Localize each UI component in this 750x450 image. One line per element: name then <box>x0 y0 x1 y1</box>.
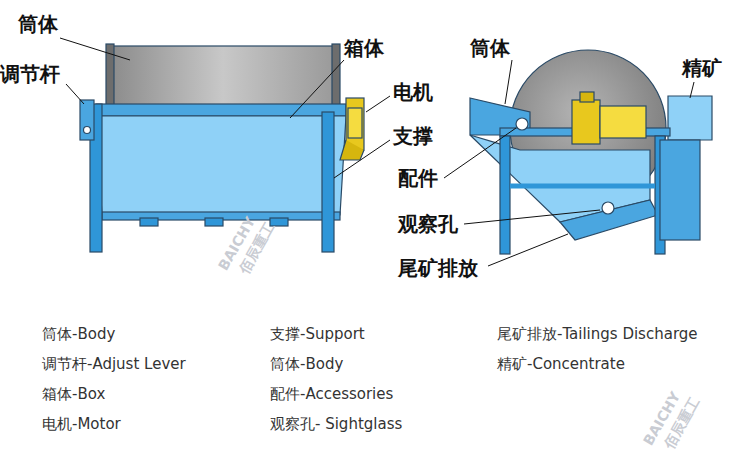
leader-line <box>334 140 390 178</box>
callout-label: 电机 <box>393 80 433 104</box>
leader-line <box>66 84 84 104</box>
table-entry: 精矿-Concentrate <box>497 354 625 374</box>
tailings-outlet <box>560 200 658 240</box>
support-leg <box>322 112 334 252</box>
drum-end <box>332 44 340 110</box>
leader-lines <box>60 38 694 266</box>
leader-line <box>366 96 390 112</box>
callout-label: 尾矿排放 <box>398 256 478 280</box>
callout-label: 箱体 <box>344 36 384 60</box>
table-entry: 观察孔- Sightglass <box>270 414 402 434</box>
motor <box>600 106 646 138</box>
box-rim <box>96 104 346 116</box>
callout-label: 筒体 <box>470 36 510 60</box>
leader-line <box>444 128 516 178</box>
table-entry: 电机-Motor <box>42 414 121 434</box>
box <box>96 116 346 215</box>
leader-line <box>488 234 568 266</box>
concentrate-box <box>668 96 712 140</box>
table-entry: 调节杆-Adjust Lever <box>42 354 186 374</box>
motor-mount <box>340 140 364 160</box>
sightglass <box>602 202 614 214</box>
foot <box>205 218 223 226</box>
bearing <box>516 118 528 130</box>
side-view <box>470 50 712 254</box>
lever-pivot <box>84 127 91 134</box>
foot <box>140 218 158 226</box>
motor-body <box>348 108 362 138</box>
leader-line <box>290 60 344 118</box>
leader-line <box>464 210 600 224</box>
motor-cap <box>580 92 594 102</box>
leader-line <box>505 60 512 104</box>
table-entry: 箱体-Box <box>42 384 105 404</box>
callout-label: 配件 <box>398 166 438 190</box>
front-view <box>80 44 364 252</box>
table-entry: 尾矿排放-Tailings Discharge <box>497 324 698 344</box>
frame-beam <box>510 184 655 189</box>
concentrate-chute <box>660 140 700 240</box>
table-entry: 筒体-Body <box>270 354 343 374</box>
callout-label: 观察孔 <box>398 212 458 236</box>
callout-label: 调节杆 <box>0 62 60 86</box>
table-entry: 支撑-Support <box>270 324 365 344</box>
support-leg <box>500 136 510 254</box>
gearbox <box>572 100 600 144</box>
adjust-lever <box>80 100 94 140</box>
leader-line <box>690 82 694 98</box>
table-entry: 筒体-Body <box>42 324 115 344</box>
callout-label: 筒体 <box>18 12 58 36</box>
table-entry: 配件-Accessories <box>270 384 393 404</box>
drum <box>112 46 334 108</box>
callout-label: 支撑 <box>393 124 433 148</box>
leader-line <box>60 38 130 60</box>
callout-label: 精矿 <box>682 56 722 80</box>
